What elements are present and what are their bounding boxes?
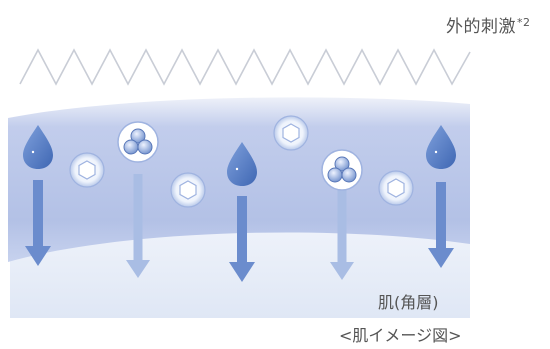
diagram-caption: <肌イメージ図> [339,326,462,345]
external-stimulus-label: 外的刺激*2 [446,12,531,37]
hexagon-ingredient-icon [273,115,309,151]
skin-layer-label: 肌(角層) [378,293,439,312]
hexagon-ingredient-icon [69,152,105,188]
molecule-cluster-icon [117,121,159,163]
hexagon-ingredient-icon [378,170,414,206]
hexagon-ingredient-icon [170,172,206,208]
molecule-cluster-icon [321,149,363,191]
external-stimulus-zigzag [19,48,471,86]
external-stimulus-text: 外的刺激 [446,17,516,37]
footnote-marker: *2 [517,16,531,29]
